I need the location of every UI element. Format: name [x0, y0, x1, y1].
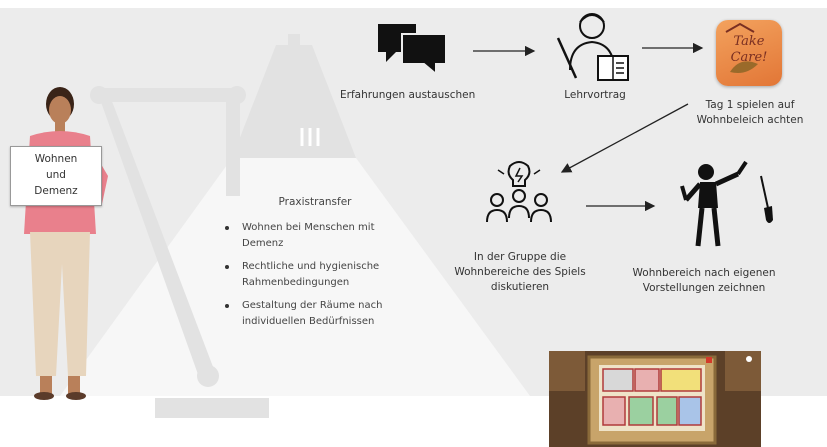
topic-sign: Wohnen und Demenz: [10, 146, 102, 206]
practice-title: Praxistransfer: [278, 196, 352, 208]
game-screenshot-thumbnail: [549, 351, 761, 447]
practice-transfer-section: Praxistransfer Wohnen bei Menschen mit D…: [220, 196, 420, 337]
practice-list: Wohnen bei Menschen mit Demenz Rechtlich…: [220, 220, 420, 330]
step-draw-label: Wohnbereich nach eigenen Vorstellungen z…: [632, 267, 776, 294]
leaf-decoration: [725, 22, 758, 73]
app-logo-text: Take Care!: [730, 34, 768, 65]
step-play-label: Tag 1 spielen auf Wohnbeleich achten: [696, 99, 804, 126]
sign-line-3: Demenz: [34, 185, 78, 197]
floorplan-image: [549, 351, 761, 447]
woman-figure: [12, 87, 108, 400]
practice-bullet: Wohnen bei Menschen mit Demenz: [220, 220, 420, 252]
paintbrush-icon: [760, 175, 773, 223]
idea-group-icon: [486, 161, 552, 223]
teacher-icon: [556, 13, 629, 81]
light-cone: [60, 158, 530, 396]
practice-bullet: Gestaltung der Räume nach individuellen …: [220, 298, 420, 330]
practice-bullet: Rechtliche und hygienische Rahmenbedingu…: [220, 259, 420, 291]
chat-bubbles-icon: [378, 24, 447, 77]
step-discuss-label: In der Gruppe die Wohnbereiche des Spiel…: [454, 251, 586, 293]
lamp-arm: [90, 34, 356, 418]
sign-line-1: Wohnen: [34, 153, 78, 165]
bulb-highlight: [300, 128, 320, 146]
step-lecture-label: Lehrvortrag: [564, 89, 626, 101]
app-logo-icon: Take Care!: [716, 20, 782, 86]
artist-mannequin-icon: [680, 160, 748, 247]
step-exchange-label: Erfahrungen austauschen: [340, 89, 476, 101]
sign-line-2: und: [46, 169, 66, 181]
